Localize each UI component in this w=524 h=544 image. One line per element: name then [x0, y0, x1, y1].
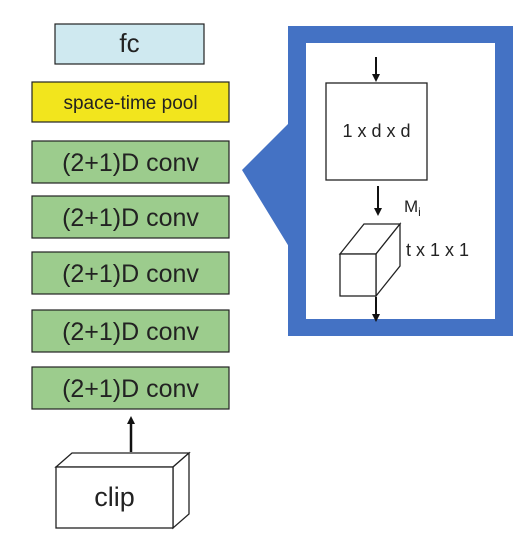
conv-label-4: (2+1)D conv — [62, 318, 199, 346]
conv-label-2: (2+1)D conv — [62, 204, 199, 232]
clip-input-box — [54, 451, 191, 530]
pool-label: space-time pool — [63, 93, 197, 114]
clip-label: clip — [94, 482, 135, 512]
temporal-filter-cuboid — [338, 222, 402, 298]
conv-label-3: (2+1)D conv — [62, 260, 199, 288]
channels-label: Mi — [404, 197, 421, 219]
fc-label: fc — [119, 28, 139, 58]
callout-connector — [242, 118, 294, 255]
pool-layer — [31, 81, 230, 123]
conv-label-1: (2+1)D conv — [62, 149, 199, 177]
temporal-filter-label: t x 1 x 1 — [406, 240, 469, 260]
conv-layer-2 — [31, 195, 230, 239]
spatial-filter-box — [325, 82, 428, 181]
conv-label-5: (2+1)D conv — [62, 375, 199, 403]
fc-layer — [54, 23, 205, 65]
conv-layer-4 — [31, 309, 230, 353]
conv-layer-5 — [31, 366, 230, 410]
channels-subscript: i — [418, 205, 421, 219]
conv-layer-1 — [31, 140, 230, 184]
conv-layer-3 — [31, 251, 230, 295]
spatial-filter-label: 1 x d x d — [342, 121, 410, 141]
